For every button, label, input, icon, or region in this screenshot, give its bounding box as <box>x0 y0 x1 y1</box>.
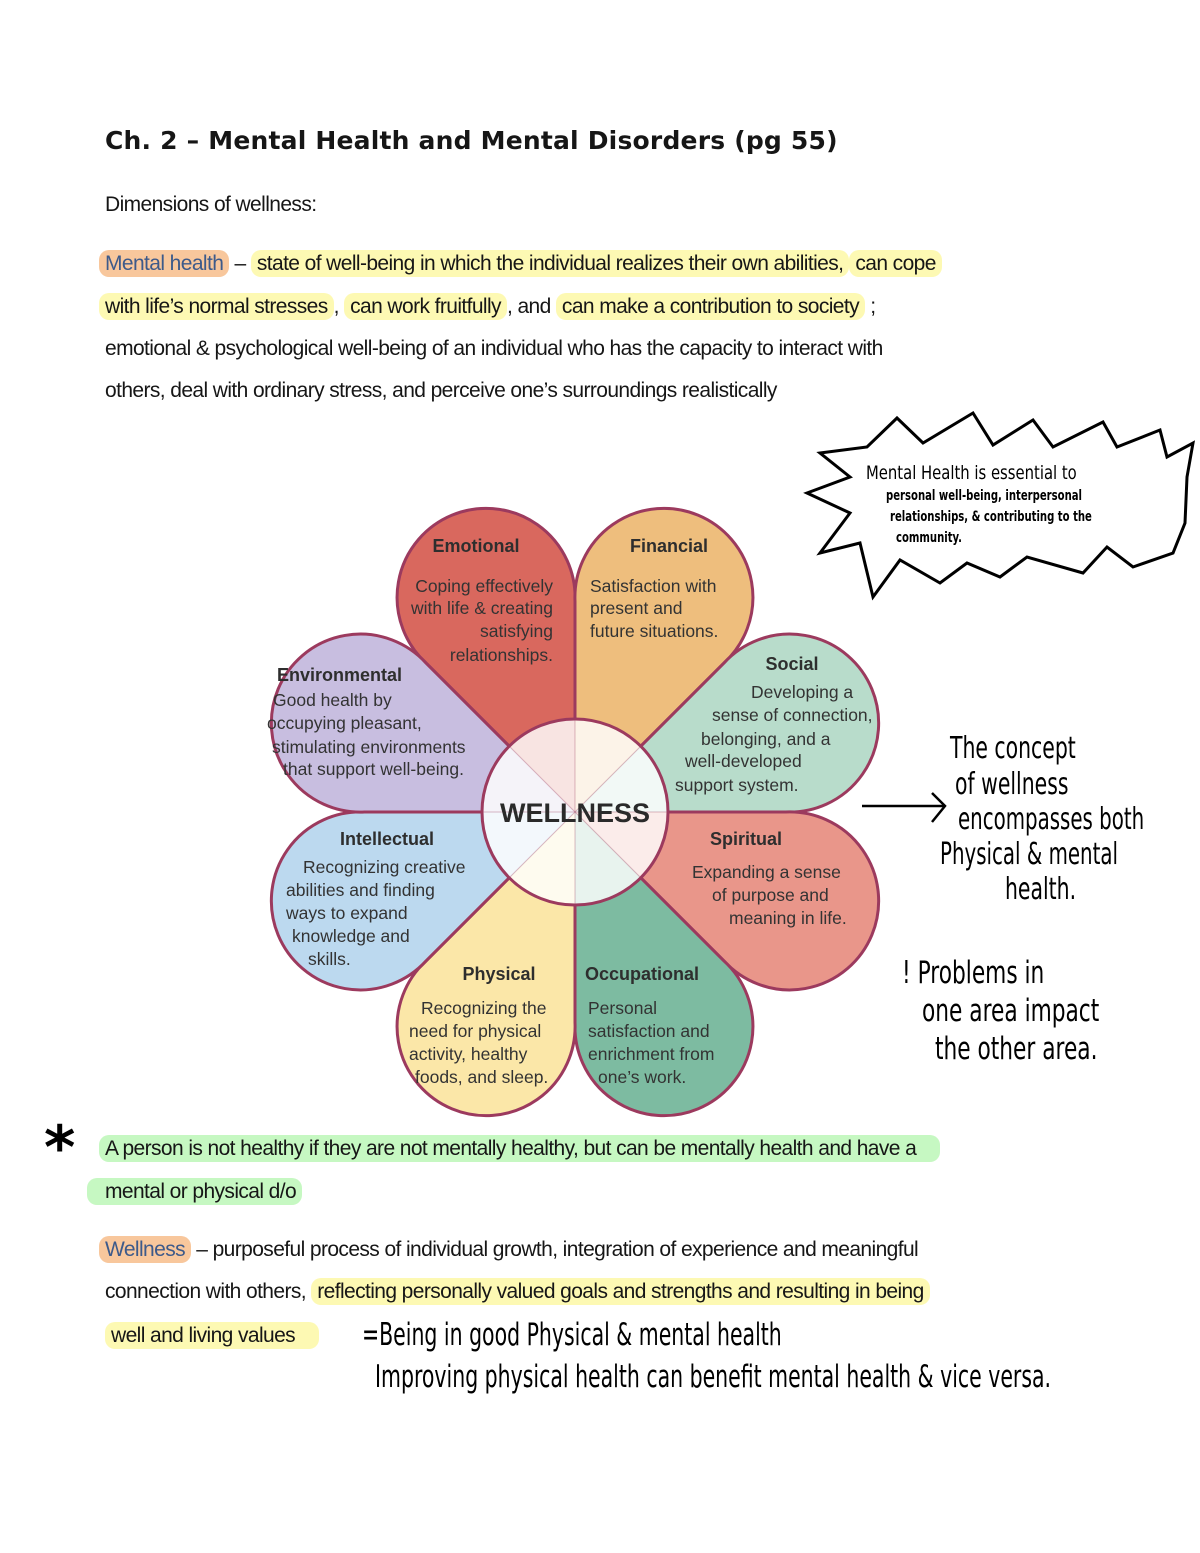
petal-description-line: Personal <box>588 998 657 1018</box>
concept-note-line: The concept <box>950 731 1076 766</box>
starburst-note-line: community. <box>896 530 963 546</box>
improving-note: Improving physical health can benefit me… <box>375 1359 1052 1395</box>
statement-line-1: A person is not healthy if they are not … <box>99 1134 941 1164</box>
intro-text: Dimensions of wellness: <box>105 193 317 216</box>
petal-description-line: knowledge and <box>292 926 410 946</box>
concept-note-line: encompasses both <box>958 802 1145 837</box>
center-circle-bg <box>482 719 668 905</box>
text: connection with others, <box>105 1280 312 1303</box>
petal-description-line: with life & creating <box>410 598 553 618</box>
text: ; <box>865 295 876 318</box>
wellness-term: Wellness <box>99 1236 192 1263</box>
petal-description-line: Developing a <box>751 682 853 702</box>
petal-title: Physical <box>462 964 535 984</box>
statement-line-2: mental or physical d/o <box>87 1177 303 1207</box>
problems-note-line: ! Problems in <box>902 955 1045 991</box>
highlight: can work fruitfully <box>344 293 507 320</box>
petal-description-line: Recognizing creative <box>303 857 465 877</box>
petal-description-line: need for physical <box>409 1021 541 1041</box>
petal-description-line: relationships. <box>450 645 553 665</box>
center-circle <box>480 717 670 907</box>
concept-note-line: health. <box>1005 872 1077 907</box>
petal-description-line: stimulating environments <box>272 737 466 757</box>
mental-health-line-2: with life’s normal stresses, can work fr… <box>99 292 876 322</box>
problems-note-line: one area impact <box>922 993 1100 1029</box>
mental-health-term: Mental health <box>99 250 230 277</box>
concept-note-line: Physical & mental <box>940 837 1118 872</box>
petal-description-line: future situations. <box>590 621 718 641</box>
dash: – <box>191 1238 213 1261</box>
text: , <box>333 295 345 318</box>
dash: – <box>229 252 251 275</box>
petal-description-line: support system. <box>675 775 799 795</box>
petal-description-line: sense of connection, <box>712 705 873 725</box>
starburst-shape <box>803 410 1196 601</box>
petal-description-line: satisfying <box>480 621 553 641</box>
highlight: can cope <box>849 250 942 277</box>
highlight: A person is not healthy if they are not … <box>99 1135 941 1162</box>
petal-description-line: skills. <box>308 949 351 969</box>
petal-description-line: Coping effectively <box>415 576 553 596</box>
petal-title: Occupational <box>585 964 699 984</box>
petal-description-line: of purpose and <box>712 885 829 905</box>
center-label: WELLNESS <box>500 798 650 828</box>
wellness-line-3: well and living values <box>105 1321 320 1351</box>
highlight: can make a contribution to society <box>555 293 866 320</box>
highlight: state of well-being in which the individ… <box>250 250 850 277</box>
highlight: reflecting personally valued goals and s… <box>311 1278 930 1305</box>
highlight: well and living values <box>105 1322 320 1349</box>
petal-description-line: abilities and finding <box>286 880 435 900</box>
petal-description-line: belonging, and a <box>701 729 831 749</box>
arrow-icon <box>862 792 947 823</box>
petal-description-line: ways to expand <box>285 903 408 923</box>
highlight: mental or physical d/o <box>87 1178 303 1205</box>
being-note: =Being in good Physical & mental health <box>362 1317 782 1353</box>
petal-description-line: activity, healthy <box>409 1044 528 1064</box>
highlight: with life’s normal stresses <box>99 293 334 320</box>
petal-title: Social <box>765 654 818 674</box>
petal-description-line: enrichment from <box>588 1044 714 1064</box>
petal-description-line: present and <box>590 598 682 618</box>
petal-description-line: satisfaction and <box>588 1021 710 1041</box>
starburst-note-line: personal well-being, interpersonal <box>886 488 1083 504</box>
petal-description-line: foods, and sleep. <box>415 1067 548 1087</box>
text: purposeful process of individual growth,… <box>212 1238 919 1261</box>
problems-note-line: the other area. <box>935 1031 1098 1067</box>
wellness-line-1: Wellness – purposeful process of individ… <box>99 1235 919 1265</box>
starburst-note-line: Mental Health is essential to <box>866 462 1077 484</box>
petal-description-line: Recognizing the <box>421 998 547 1018</box>
petal-description-line: well-developed <box>684 751 802 771</box>
petal-title: Spiritual <box>710 829 782 849</box>
petal-description-line: Good health by <box>273 690 392 710</box>
page-title: Ch. 2 – Mental Health and Mental Disorde… <box>105 126 838 155</box>
petal-description-line: Satisfaction with <box>590 576 716 596</box>
mental-health-line-1: Mental health – state of well-being in w… <box>99 249 942 279</box>
petal-title: Emotional <box>432 536 519 556</box>
petal-description-line: that support well-being. <box>283 759 464 779</box>
petal-title: Financial <box>630 536 708 556</box>
wellness-line-2: connection with others, reflecting perso… <box>105 1277 930 1307</box>
petal-title: Environmental <box>277 665 402 685</box>
petal-description-line: Expanding a sense <box>692 862 841 882</box>
petal-description-line: occupying pleasant, <box>267 713 422 733</box>
petal-description-line: one’s work. <box>598 1067 686 1087</box>
asterisk-icon: * <box>44 1113 76 1183</box>
text: , and <box>506 295 556 318</box>
mental-health-line-3: emotional & psychological well-being of … <box>105 337 883 360</box>
mental-health-line-4: others, deal with ordinary stress, and p… <box>105 379 777 402</box>
petal-description-line: meaning in life. <box>729 908 847 928</box>
petal-title: Intellectual <box>340 829 434 849</box>
starburst-note-line: relationships, & contributing to the <box>890 509 1092 525</box>
concept-note-line: of wellness <box>955 767 1069 802</box>
